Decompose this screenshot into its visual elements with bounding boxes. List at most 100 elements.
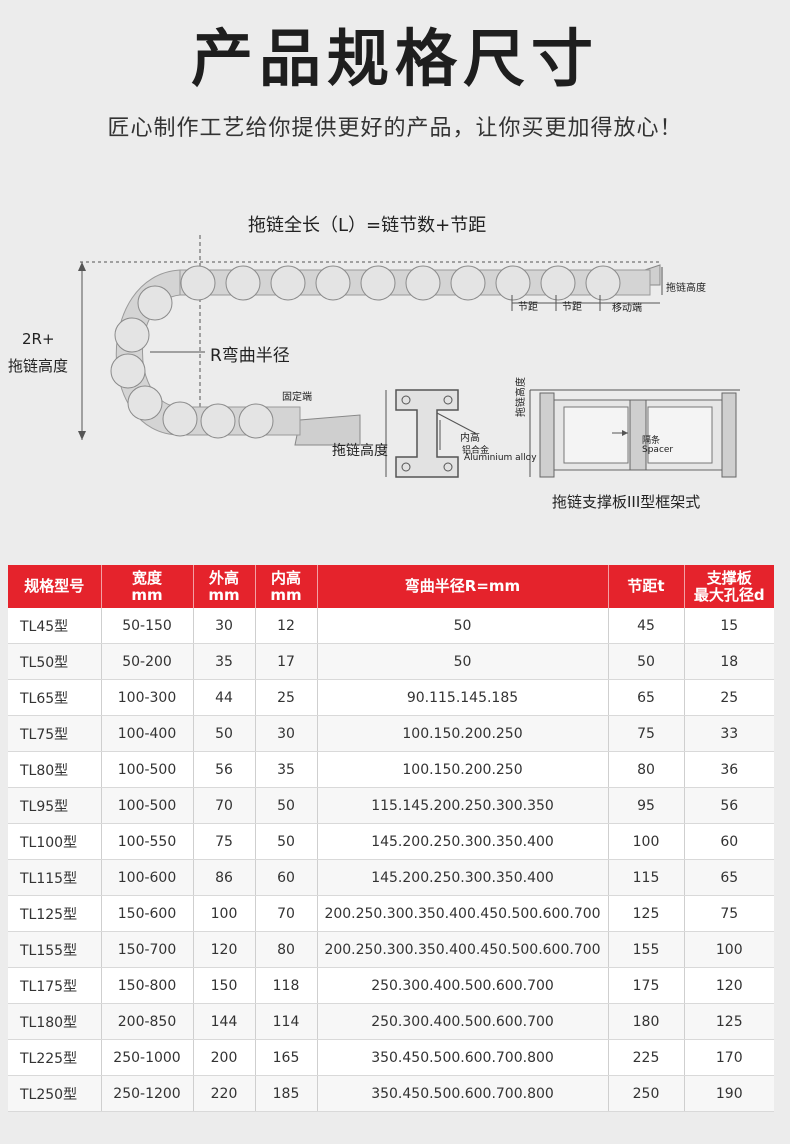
column-header-text: mm	[270, 585, 302, 604]
frame-caption: 拖链支撑板III型框架式	[552, 493, 701, 511]
table-cell: 100-500	[101, 751, 194, 788]
column-header-text: mm	[208, 585, 240, 604]
chain-link	[238, 403, 274, 439]
table-cell: 150-800	[101, 967, 194, 1004]
table-cell: 75	[684, 895, 774, 932]
bend-radius-label: R弯曲半径	[210, 346, 290, 366]
table-cell: 80	[255, 931, 318, 968]
page-subtitle: 匠心制作工艺给你提供更好的产品，让你买更加得放心！	[107, 116, 683, 141]
table-cell: 25	[684, 679, 774, 716]
chain-link	[127, 385, 163, 421]
column-header-text: 规格型号	[24, 577, 85, 595]
pitch-label-1: 节距	[518, 302, 538, 313]
moving-end-label: 移动端	[612, 303, 642, 314]
column-header-text: 最大孔径d	[693, 585, 765, 604]
table-cell: 35	[255, 751, 318, 788]
table-cell: TL95型	[8, 787, 102, 824]
frame-height-label: 拖链高度	[516, 377, 527, 417]
chain-link	[540, 265, 576, 301]
table-cell: 50	[317, 608, 609, 644]
table-cell: 100-400	[101, 715, 194, 752]
table-cell: 90.115.145.185	[317, 679, 609, 716]
table-cell: 250-1200	[101, 1075, 194, 1112]
table-cell: 17	[255, 643, 318, 680]
table-cell: 100	[608, 823, 685, 860]
column-header-text: mm	[131, 585, 163, 604]
table-cell: 250.300.400.500.600.700	[317, 1003, 609, 1040]
chain-link	[270, 265, 306, 301]
table-cell: 95	[608, 787, 685, 824]
table-cell: 75	[193, 823, 256, 860]
table-cell: 250.300.400.500.600.700	[317, 967, 609, 1004]
table-cell: 50-150	[101, 608, 194, 644]
table-cell: 114	[255, 1003, 318, 1040]
table-cell: 170	[684, 1039, 774, 1076]
chain-link	[225, 265, 261, 301]
table-cell: 100-500	[101, 787, 194, 824]
pitch-label-2: 节距	[562, 302, 582, 313]
table-cell: 50	[193, 715, 256, 752]
table-cell: TL125型	[8, 895, 102, 932]
table-cell: 250-1000	[101, 1039, 194, 1076]
table-cell: 65	[608, 679, 685, 716]
table-cell: 350.450.500.600.700.800	[317, 1039, 609, 1076]
table-cell: 200	[193, 1039, 256, 1076]
chain-link	[137, 285, 173, 321]
table-cell: TL155型	[8, 931, 102, 968]
table-cell: 30	[193, 608, 256, 644]
left-dimension-label-1: 2R+	[22, 330, 55, 348]
table-cell: 50	[608, 643, 685, 680]
table-cell: 185	[255, 1075, 318, 1112]
table-cell: 100	[684, 931, 774, 968]
table-cell: 180	[608, 1003, 685, 1040]
chain-link	[110, 353, 146, 389]
table-cell: 115.145.200.250.300.350	[317, 787, 609, 824]
spacer-cn-label: 隔条	[642, 436, 661, 446]
chain-height-bottom-label: 拖链高度	[332, 443, 388, 459]
page-title: 产品规格尺寸	[190, 22, 599, 95]
table-cell: TL45型	[8, 608, 102, 644]
table-cell: 50-200	[101, 643, 194, 680]
table-cell: 50	[317, 643, 609, 680]
column-header-text: 内高	[270, 568, 301, 587]
table-cell: TL180型	[8, 1003, 102, 1040]
table-cell: 100-600	[101, 859, 194, 896]
table-cell: 120	[193, 931, 256, 968]
table-cell: 33	[684, 715, 774, 752]
chain-link	[180, 265, 216, 301]
table-cell: 100.150.200.250	[317, 715, 609, 752]
table-cell: 150-700	[101, 931, 194, 968]
table-cell: 44	[193, 679, 256, 716]
table-cell: 18	[684, 643, 774, 680]
table-cell: 56	[684, 787, 774, 824]
column-header: 规格型号	[8, 565, 102, 608]
column-header-text: 弯曲半径R=mm	[404, 577, 521, 595]
column-header: 节距t	[608, 565, 685, 608]
table-cell: 200-850	[101, 1003, 194, 1040]
table-cell: 15	[684, 608, 774, 644]
column-header-text: 外高	[208, 568, 239, 587]
table-cell: 145.200.250.300.350.400	[317, 859, 609, 896]
column-header: 支撑板最大孔径d	[684, 565, 774, 608]
table-cell: 70	[255, 895, 318, 932]
table-cell: 100-300	[101, 679, 194, 716]
table-cell: 100	[193, 895, 256, 932]
table-cell: 150	[193, 967, 256, 1004]
aluminium-en-label: Aluminium alloy	[464, 453, 537, 463]
drag-chain-diagram: 拖链全长（L）=链节数+节距 2R+ 拖链高度 R弯曲半径 固定端 移动端 节距…	[0, 195, 790, 525]
table-cell: 190	[684, 1075, 774, 1112]
aluminium-cn-label: 铝合金	[462, 446, 490, 456]
